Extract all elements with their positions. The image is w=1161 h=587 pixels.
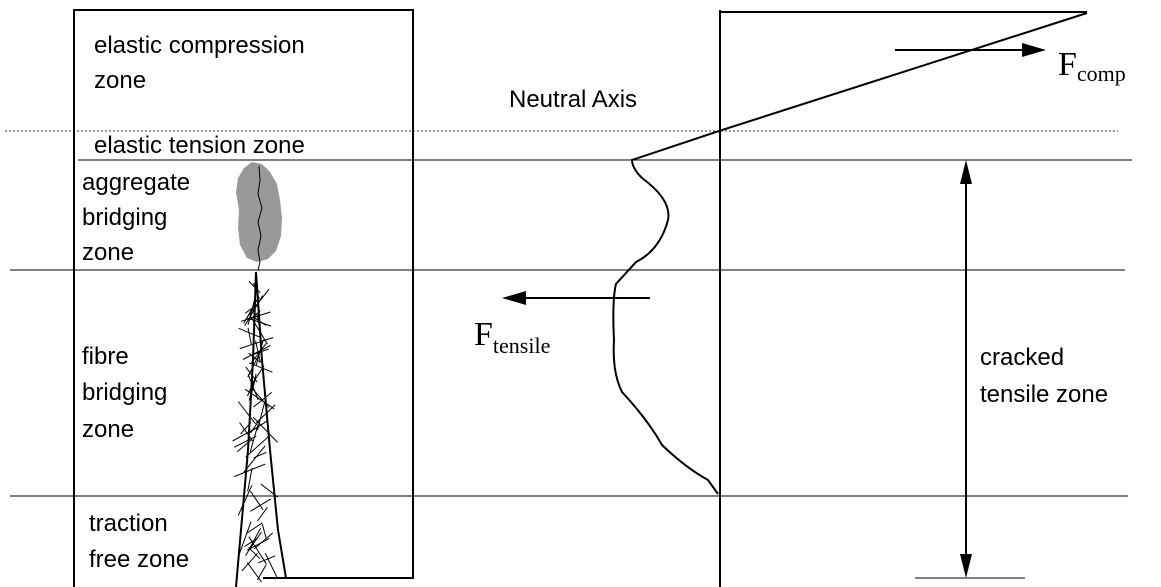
dimension-arrow-top [960, 160, 972, 184]
label-neutral-axis: Neutral Axis [509, 86, 637, 113]
label-aggregate-bridging-zone: aggregate bridging zone [82, 169, 197, 266]
fibre-line [242, 344, 271, 360]
fibre-line [247, 354, 260, 378]
fibre-line [253, 348, 269, 355]
compression-arrow-head [1022, 43, 1046, 57]
fibre-line [240, 311, 271, 322]
fibre-line [253, 282, 260, 300]
fibre-line [233, 435, 257, 448]
fibre-line [248, 547, 261, 560]
fibre-line [260, 483, 279, 498]
aggregate-particle [236, 162, 282, 262]
fibre-line [244, 295, 264, 326]
dimension-arrow-bottom [960, 554, 972, 578]
fibre-line [244, 388, 275, 410]
crack-wedge [235, 271, 287, 587]
bridging-fibres [232, 281, 279, 583]
beam-section-outline [73, 9, 414, 587]
label-traction-line1: traction [89, 510, 168, 537]
fibre-line [247, 327, 252, 345]
fibre-line [255, 339, 264, 366]
fibre-line [257, 507, 268, 522]
label-elastic-compression-line1: elastic compression [94, 32, 305, 59]
fibre-line [257, 555, 276, 564]
fibre-line [264, 552, 278, 579]
fibre-line [249, 362, 273, 373]
fibre-line [249, 310, 261, 321]
fibre-line [248, 373, 257, 401]
label-fibre-bridging-zone: fibre bridging zone [82, 343, 174, 443]
fibre-line [243, 445, 266, 473]
force-comp-subscript: comp [1077, 61, 1126, 86]
label-cracked-tensile-zone: cracked tensile zone [980, 344, 1108, 408]
fibre-line [255, 340, 261, 363]
tensile-arrow-head [502, 291, 526, 305]
force-tensile-subscript: tensile [493, 333, 550, 358]
fibre-line [257, 401, 266, 431]
label-traction-free-zone: traction free zone [89, 510, 189, 573]
label-cracked-line2: tensile zone [980, 381, 1108, 408]
fibre-line [256, 564, 267, 581]
force-comp-symbol: F [1058, 46, 1077, 83]
label-elastic-tension-zone: elastic tension zone [94, 132, 305, 159]
fibre-line [247, 295, 257, 326]
fibre-line [241, 552, 258, 572]
fibre-line [248, 536, 267, 565]
fibre-line [246, 562, 262, 583]
fibre-line [244, 538, 258, 548]
fibre-line [234, 463, 266, 478]
force-tensile-symbol: F [474, 316, 493, 353]
fibre-line [247, 374, 259, 400]
label-fibre-line2: bridging [82, 379, 167, 406]
label-cracked-line1: cracked [980, 344, 1064, 371]
fibre-line [252, 416, 278, 443]
label-elastic-compression-zone: elastic compression zone [94, 32, 311, 94]
label-aggregate-line3: zone [82, 239, 134, 266]
label-elastic-compression-line2: zone [94, 67, 146, 94]
fibre-line [237, 485, 253, 516]
fibre-line [238, 521, 252, 556]
fibre-line [256, 313, 262, 334]
fibre-line [244, 304, 258, 314]
fibre-line [237, 401, 256, 425]
label-aggregate-line1: aggregate [82, 169, 190, 196]
fibre-line [249, 424, 259, 453]
fibre-line [251, 365, 265, 385]
fibre-line [250, 419, 261, 434]
fibre-line [246, 522, 263, 534]
fibre-line [250, 491, 264, 511]
fibre-line [245, 527, 262, 556]
fibre-line [239, 422, 254, 442]
fibre-line [240, 422, 252, 435]
crack-line-aggregate [257, 165, 263, 271]
label-traction-line2: free zone [89, 546, 189, 573]
fibre-line [236, 439, 252, 453]
fibre-line [248, 352, 261, 363]
label-fibre-line3: zone [82, 416, 134, 443]
fibre-line [253, 392, 273, 408]
label-force-compression: Fcomp [1058, 46, 1126, 86]
stress-profile-curve [612, 12, 1088, 495]
fibre-line [247, 468, 253, 492]
fibre-line [253, 532, 274, 550]
fibre-line [250, 498, 272, 512]
fibre-line [253, 451, 267, 459]
fibre-line [247, 538, 270, 551]
fibre-line [238, 327, 260, 338]
label-aggregate-line2: bridging [82, 204, 167, 231]
fibre-line [245, 435, 270, 458]
label-force-tensile: Ftensile [474, 316, 550, 358]
fibre-line [248, 531, 262, 552]
fibre-line [261, 523, 267, 539]
label-fibre-line1: fibre [82, 343, 129, 370]
